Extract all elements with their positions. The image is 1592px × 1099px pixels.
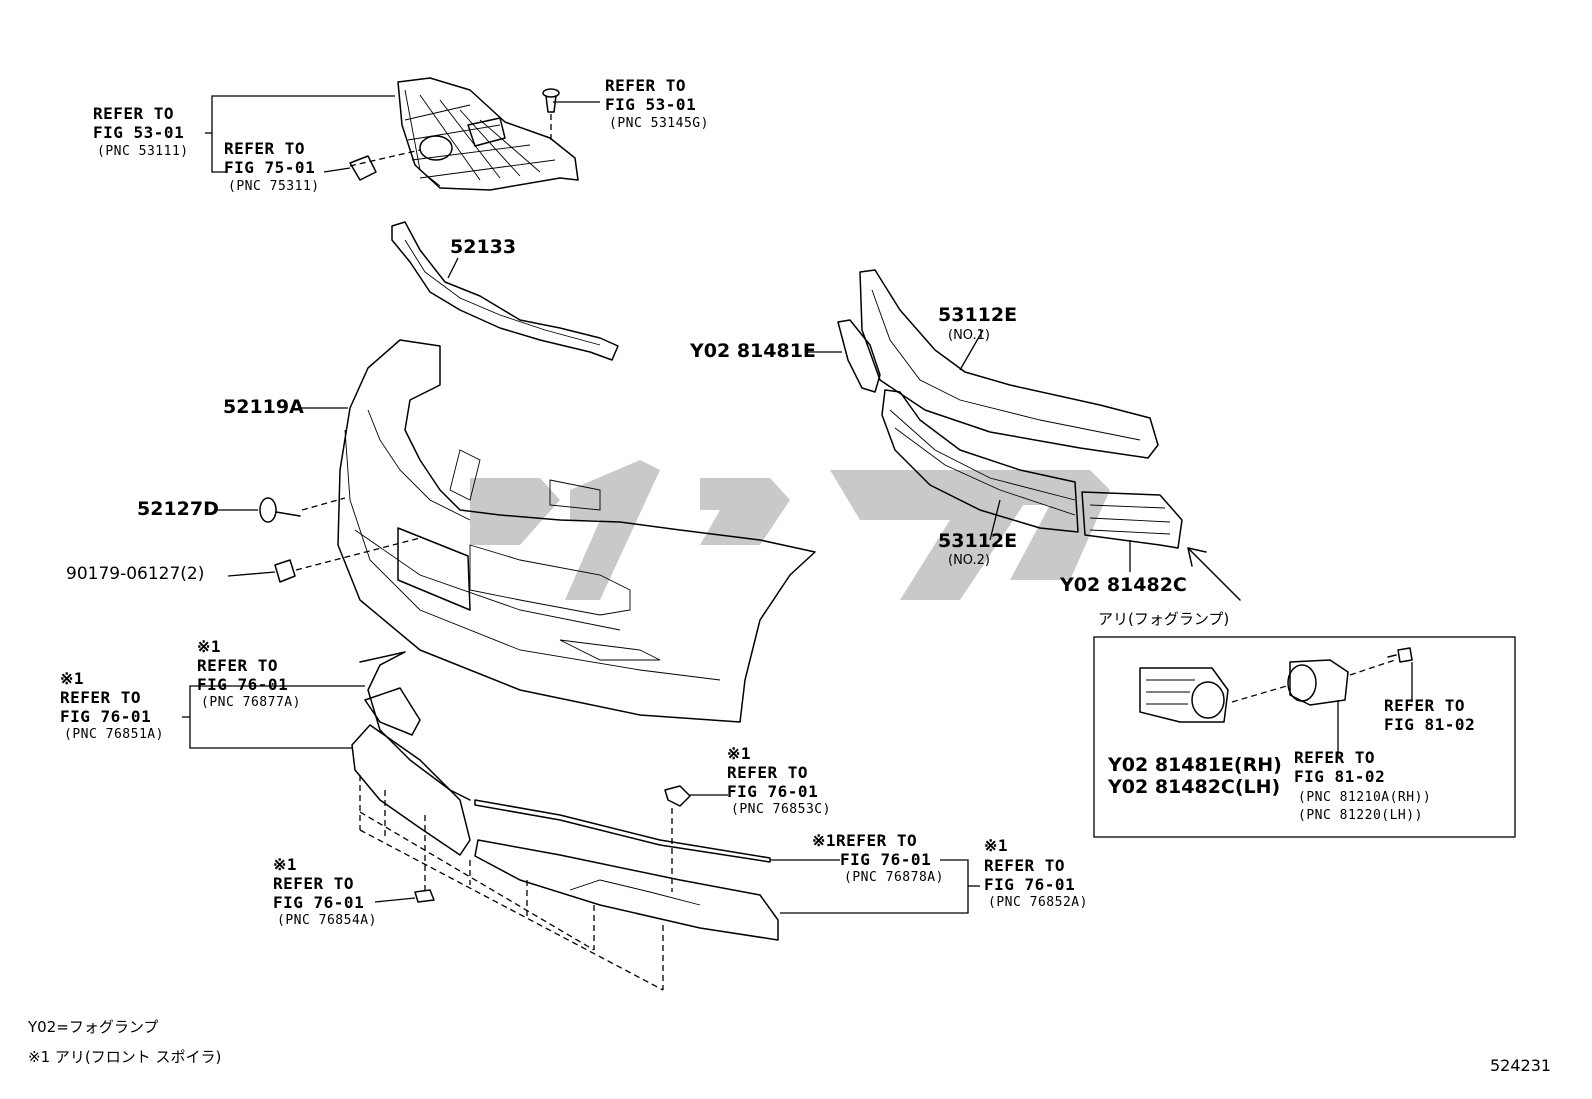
- spoiler3-ref-line1: REFER TO: [727, 763, 809, 782]
- grille-ref-line1: REFER TO: [93, 104, 175, 123]
- spoiler5-ref-line1: REFER TO: [984, 856, 1066, 875]
- spoiler5-ref-line2: FIG 76-01: [984, 875, 1076, 894]
- spoiler1-ref-pnc: (PNC 76877A): [201, 695, 301, 710]
- emblem-ref-line2: FIG 75-01: [224, 158, 316, 177]
- spoiler1-mark: ※1: [197, 637, 222, 656]
- spoiler6-mark: ※1: [273, 855, 298, 874]
- arrow-icon: [1187, 547, 1241, 601]
- grille-81481e-drawing: [837, 319, 881, 393]
- part-81482c: Y02 81482C: [1060, 574, 1187, 596]
- part-52127d: 52127D: [137, 498, 219, 520]
- fog-lamp-drawing: [1287, 659, 1349, 706]
- bolt-ref-line1: REFER TO: [1384, 696, 1466, 715]
- spoiler4-ref-pnc: (PNC 76878A): [844, 870, 944, 885]
- spoiler1-ref-line1: REFER TO: [197, 656, 279, 675]
- spoiler5-mark: ※1: [984, 836, 1009, 855]
- emblem-drawing: [349, 155, 377, 181]
- grille-81482c-drawing: [1081, 491, 1183, 549]
- spoiler3-ref-pnc: (PNC 76853C): [731, 802, 831, 817]
- fog-ref-line2: FIG 81-02: [1294, 767, 1386, 786]
- spoiler4-ref-line1: ※1REFER TO: [812, 831, 918, 850]
- inset-part-lh: Y02 81482C(LH): [1108, 776, 1281, 798]
- part-81481e: Y02 81481E: [690, 340, 816, 362]
- part-53112e-no1-suffix: (NO.1): [948, 328, 990, 343]
- spoiler4-ref-line2: FIG 76-01: [840, 850, 932, 869]
- part-53112e-no2: 53112E: [938, 530, 1018, 552]
- emblem-ref-line1: REFER TO: [224, 139, 306, 158]
- clip-ref-line2: FIG 53-01: [605, 95, 697, 114]
- cap-52127d-drawing: [259, 497, 301, 523]
- spoiler6-ref-pnc: (PNC 76854A): [277, 913, 377, 928]
- clip-ref-line1: REFER TO: [605, 76, 687, 95]
- bolt-drawing: [1387, 647, 1413, 663]
- clip-drawing: [542, 88, 560, 140]
- leader-lines: [182, 95, 1413, 914]
- spoiler1-ref-line2: FIG 76-01: [197, 675, 289, 694]
- part-53112e-no2-suffix: (NO.2): [948, 553, 990, 568]
- inset-frame: [1093, 636, 1516, 838]
- footnote-y02: Y02=フォグランプ: [28, 1018, 159, 1036]
- spoiler2-ref-pnc: (PNC 76851A): [64, 727, 164, 742]
- fog-ref-line1: REFER TO: [1294, 748, 1376, 767]
- nut-90179-drawing: [274, 559, 296, 583]
- spoiler3-mark: ※1: [727, 744, 752, 763]
- inset-title: アリ(フォグランプ): [1098, 610, 1230, 628]
- fog-ref-pnc2: (PNC 81220(LH)): [1298, 808, 1423, 823]
- grille-53112e-no1-drawing: [859, 269, 1159, 459]
- spoiler-dashed-clip-lines: [359, 775, 673, 991]
- spoiler6-ref-line1: REFER TO: [273, 874, 355, 893]
- bolt-ref-line2: FIG 81-02: [1384, 715, 1476, 734]
- figure-id: 524231: [1490, 1056, 1552, 1075]
- inset-fog-cover-drawing: [1139, 667, 1229, 723]
- spoiler6-ref-line2: FIG 76-01: [273, 893, 365, 912]
- spoiler5-ref-pnc: (PNC 76852A): [988, 895, 1088, 910]
- spoiler2-ref-line1: REFER TO: [60, 688, 142, 707]
- spoiler2-mark: ※1: [60, 669, 85, 688]
- part-53112e-no1: 53112E: [938, 304, 1018, 326]
- spoiler2-ref-line2: FIG 76-01: [60, 707, 152, 726]
- part-90179: 90179-06127(2): [66, 564, 205, 584]
- bumper-cover-drawing: [337, 339, 816, 723]
- fog-ref-pnc1: (PNC 81210A(RH)): [1298, 790, 1432, 805]
- part-52133: 52133: [450, 236, 517, 258]
- clip-ref-pnc: (PNC 53145G): [609, 116, 709, 131]
- spoiler3-ref-line2: FIG 76-01: [727, 782, 819, 801]
- upper-grille-drawing: [397, 77, 579, 191]
- grille-53112e-no2-drawing: [881, 389, 1079, 533]
- front-spoiler-drawing: [351, 651, 779, 941]
- footnote-mark1: ※1 アリ(フロント スポイラ): [28, 1048, 222, 1066]
- reinforcement-52133-drawing: [391, 221, 619, 361]
- inset-part-rh: Y02 81481E(RH): [1108, 754, 1282, 776]
- grille-ref-line2: FIG 53-01: [93, 123, 185, 142]
- emblem-ref-pnc: (PNC 75311): [228, 179, 320, 194]
- part-52119a: 52119A: [223, 396, 304, 418]
- grille-ref-pnc: (PNC 53111): [97, 144, 189, 159]
